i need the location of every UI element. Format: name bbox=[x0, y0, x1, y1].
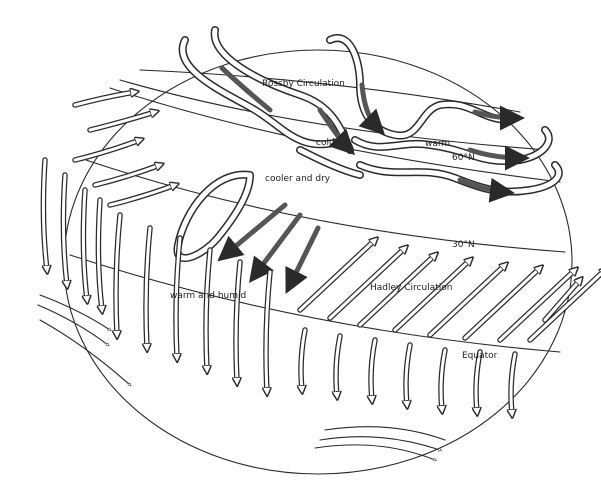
westerly-arrow-fill bbox=[110, 185, 175, 205]
label-equator: Equator bbox=[462, 351, 498, 361]
bottom-flow-lines bbox=[38, 295, 445, 460]
label-30n: 30°N bbox=[452, 240, 475, 250]
label-warm-humid: warm and humid bbox=[170, 291, 246, 301]
westerly-arrow-fill bbox=[95, 165, 160, 185]
label-60n: 60°N bbox=[452, 153, 475, 163]
trade-arrow-fill bbox=[395, 260, 470, 330]
label-cooler-dry: cooler and dry bbox=[265, 174, 331, 184]
label-warm: warm bbox=[425, 139, 450, 149]
westerly-arrows bbox=[75, 92, 175, 205]
label-hadley: Hadley Circulation bbox=[370, 283, 452, 293]
outer-left-arrows bbox=[43, 160, 102, 310]
westerly-arrow-fill bbox=[75, 92, 135, 105]
label-rossby: Rossby Circulation bbox=[262, 79, 345, 89]
label-cold: cold bbox=[316, 138, 335, 148]
trade-arrow-fill bbox=[300, 240, 375, 310]
trade-arrow-fill bbox=[465, 268, 540, 338]
trade-arrow-fill bbox=[430, 265, 505, 335]
hadley-loop bbox=[177, 175, 318, 285]
